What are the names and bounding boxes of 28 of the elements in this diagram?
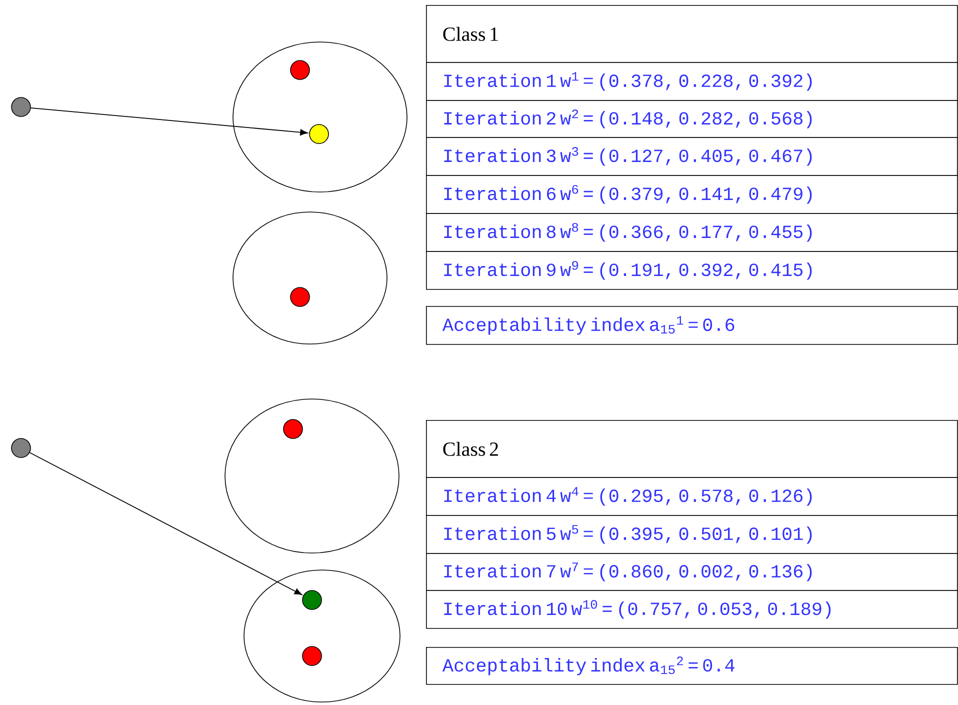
cluster-ellipse [224,398,400,554]
table-row: Iteration 2 w$^{2}$ = (0.148, 0.282, 0.568) [426,100,958,138]
table-row: Iteration 9 w$^{9}$ = (0.191, 0.392, 0.415) [426,251,958,290]
point-dot [302,590,322,610]
table-row: Iteration 6 w$^{6}$ = (0.379, 0.141, 0.479) [426,175,958,214]
table-row: Iteration 8 w$^{8}$ = (0.366, 0.177, 0.455) [426,213,958,252]
table-row: Iteration 7 w$^{7}$ = (0.860, 0.002, 0.136) [426,553,958,591]
cluster-ellipse [232,212,388,344]
class-header-cell: Class 2 [426,420,958,478]
table-row: Acceptability index a$_{15}$$^{1}$ = 0.6 [426,306,958,345]
cluster-ellipse [232,42,408,192]
arrow [30,107,308,136]
point-dot [302,646,322,666]
point-dot [290,287,310,307]
point-dot [283,419,303,439]
class-header-cell: Class 1 [426,5,958,63]
point-dot [11,97,31,117]
table-row: Iteration 10 w$^{10}$ = (0.757, 0.053, 0.189) [426,590,958,629]
point-dot [290,60,310,80]
table-row: Iteration 5 w$^{5}$ = (0.395, 0.501, 0.101) [426,515,958,554]
cluster-ellipse [244,570,400,702]
table-row: Iteration 1 w$^{1}$ = (0.378, 0.228, 0.392) [426,62,958,101]
table-row: Acceptability index a$_{15}$$^{2}$ = 0.4 [426,647,958,685]
point-dot [11,438,31,458]
table-row: Iteration 3 w$^{3}$ = (0.127, 0.405, 0.467) [426,137,958,176]
table-row: Iteration 4 w$^{4}$ = (0.295, 0.578, 0.126) [426,477,958,516]
point-dot [309,124,329,144]
arrow [29,452,302,596]
